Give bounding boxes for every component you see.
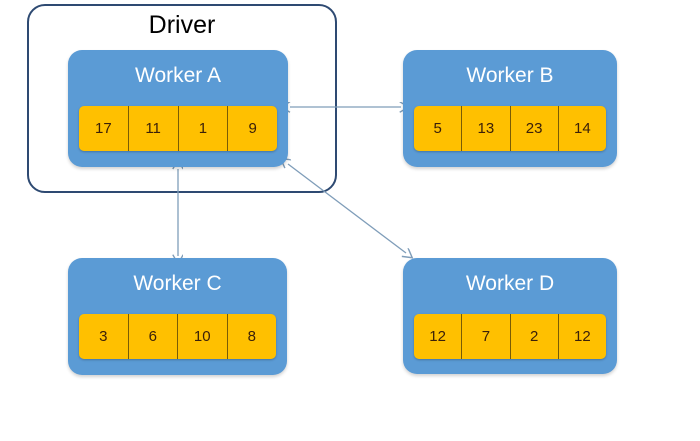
worker-b-cell-3: 14 [574,120,591,137]
worker-b-cell-1: 13 [462,106,511,151]
worker-b-title: Worker B [466,64,554,87]
worker-c-cell-0: 3 [79,314,129,359]
worker-d-cell-3: 12 [574,328,591,345]
worker-d-cell-2: 2 [511,314,559,359]
worker-d-title: Worker D [465,272,555,295]
worker-b-cell-0: 5 [414,106,463,151]
worker-d-cell-1: 7 [462,314,511,359]
worker-node-c[interactable]: Worker C 3 6 10 8 [68,258,287,375]
worker-c-cell-3: 8 [247,328,256,345]
worker-node-b[interactable]: Worker B 5 13 23 14 [403,50,617,167]
worker-a-cell-0: 17 [79,106,129,151]
worker-a-cell-2: 1 [179,106,229,151]
worker-a-partition-list: 17 11 1 9 [79,106,277,151]
worker-c-title: Worker C [133,272,222,295]
worker-node-d[interactable]: Worker D 12 7 2 12 [403,258,617,374]
worker-c-partition-list: 3 6 10 8 [79,314,276,359]
worker-a-cell-3: 9 [248,120,257,137]
driver-label: Driver [148,11,216,39]
worker-a-cell-1: 11 [129,106,179,151]
worker-b-partition-list: 5 13 23 14 [414,106,606,151]
worker-c-cell-1: 6 [129,314,178,359]
worker-d-partition-list: 12 7 2 12 [414,314,606,359]
worker-d-cell-0: 12 [414,314,463,359]
worker-c-cell-2: 10 [178,314,228,359]
worker-b-cell-2: 23 [511,106,559,151]
worker-a-title: Worker A [135,64,221,87]
worker-node-a[interactable]: Worker A 17 11 1 9 [68,50,288,167]
